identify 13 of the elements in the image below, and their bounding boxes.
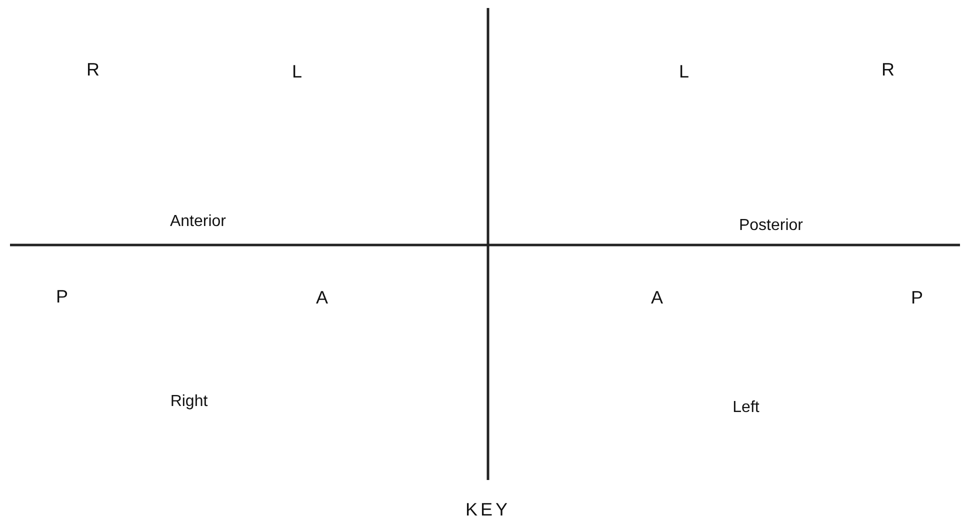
- direction-letter: A: [316, 288, 328, 308]
- orientation-label: Posterior: [738, 217, 804, 235]
- caption: KEY: [465, 500, 511, 520]
- direction-letter: L: [679, 62, 689, 82]
- direction-letter: R: [86, 60, 100, 80]
- direction-letter: A: [651, 288, 663, 308]
- direction-letter: L: [292, 62, 302, 82]
- orientation-label: Anterior: [170, 213, 226, 231]
- direction-letter: P: [56, 286, 68, 308]
- orientation-label: Right: [170, 393, 208, 411]
- direction-letter: P: [911, 288, 923, 308]
- direction-letter: R: [882, 60, 894, 80]
- orientation-label: Left: [732, 399, 760, 417]
